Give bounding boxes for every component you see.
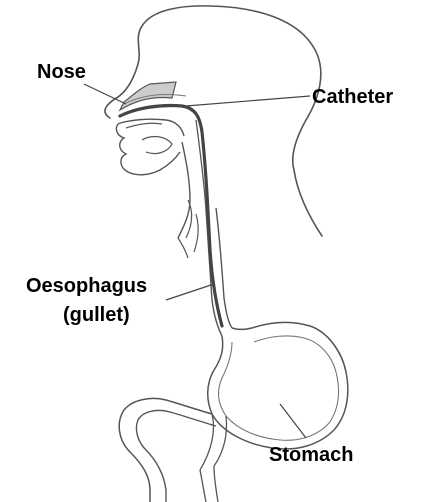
mouth-chin: [116, 124, 180, 175]
stomach-leader-line: [280, 404, 306, 438]
stomach-outer: [208, 322, 348, 449]
nose-leader-line: [84, 84, 126, 104]
palate-inner: [126, 123, 162, 128]
oesophagus-label: Oesophagus: [26, 275, 147, 297]
oesophagus-leader-line: [166, 284, 214, 300]
nose-label: Nose: [37, 61, 86, 83]
catheter-leader-line: [186, 96, 310, 106]
intestine-tail: [200, 466, 218, 502]
head-outline: [105, 6, 322, 236]
neck-front: [178, 238, 188, 258]
gullet-label: (gullet): [63, 304, 130, 326]
pharynx-front: [178, 142, 190, 238]
tongue: [142, 137, 172, 154]
stomach-label: Stomach: [269, 444, 353, 466]
stomach-inner: [219, 336, 339, 440]
catheter-label: Catheter: [312, 86, 393, 108]
epiglottis: [186, 200, 198, 252]
